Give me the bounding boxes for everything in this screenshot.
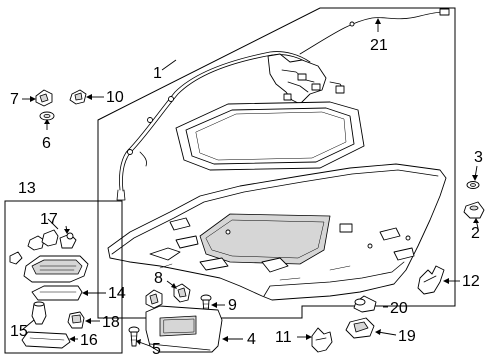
callout-10: 10 xyxy=(106,89,124,106)
plug-2 xyxy=(463,201,485,219)
clip-7 xyxy=(35,89,53,107)
callout-15: 15 xyxy=(10,323,28,340)
bulb-15 xyxy=(31,301,47,325)
callout-14: 14 xyxy=(108,285,126,302)
screw-5 xyxy=(128,326,140,347)
clip-10 xyxy=(69,89,87,105)
callout-6: 6 xyxy=(42,135,51,152)
wiring-harness xyxy=(116,51,345,201)
callout-9: 9 xyxy=(228,297,237,314)
headliner-panel xyxy=(107,163,447,301)
visor-clip-left xyxy=(145,289,163,309)
callout-19: 19 xyxy=(398,328,416,345)
callout-5: 5 xyxy=(152,341,161,358)
lamp-19 xyxy=(345,317,375,339)
headliner-assembly-frame xyxy=(97,7,456,319)
assist-handle-12 xyxy=(417,265,445,295)
dome-lamp-clips xyxy=(9,229,77,265)
callout-18: 18 xyxy=(102,314,120,331)
sunroof-frame xyxy=(175,101,365,171)
dome-lamp-housing xyxy=(23,255,89,283)
switch-18 xyxy=(67,311,85,329)
sunvisor-4 xyxy=(145,305,223,353)
assist-handle-11 xyxy=(311,327,333,353)
lamp-lens-16 xyxy=(21,331,71,349)
callout-3: 3 xyxy=(474,149,483,166)
washer-3 xyxy=(466,181,480,189)
washer-6 xyxy=(39,111,55,121)
callout-1: 1 xyxy=(153,65,162,82)
dome-lamp-lens-14 xyxy=(31,285,83,301)
visor-clip-8 xyxy=(173,283,191,303)
roof-antenna-cable xyxy=(299,8,450,55)
callout-12: 12 xyxy=(462,273,480,290)
callout-16: 16 xyxy=(80,332,98,349)
callout-7: 7 xyxy=(10,91,19,108)
callout-20: 20 xyxy=(390,300,408,317)
bulb-20 xyxy=(353,295,377,313)
callout-11: 11 xyxy=(275,329,292,346)
callout-8: 8 xyxy=(154,270,163,287)
callout-21: 21 xyxy=(370,37,388,54)
callout-2: 2 xyxy=(471,225,480,242)
dome-lamp-group-frame xyxy=(4,200,123,354)
callout-13: 13 xyxy=(18,180,36,197)
callout-4: 4 xyxy=(247,331,256,348)
